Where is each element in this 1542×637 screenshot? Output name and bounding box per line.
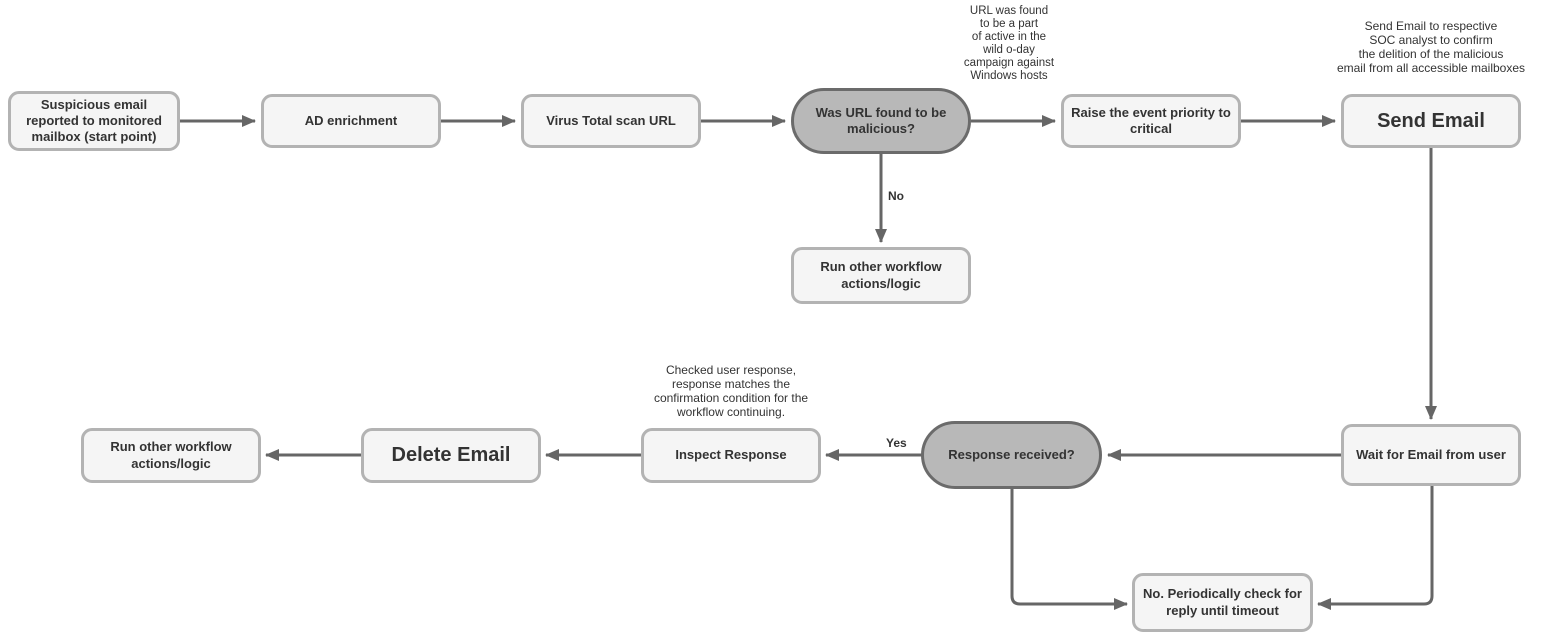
node-run-other-workflow-end[interactable]: Run other workflow actions/logic: [81, 428, 261, 483]
node-virus-total-scan[interactable]: Virus Total scan URL: [521, 94, 701, 148]
annotation-send-email-note: Send Email to respective SOC analyst to …: [1336, 19, 1526, 75]
edge-response-decision-to-periodic-check: [1010, 489, 1128, 610]
edge-label-no: No: [886, 189, 906, 203]
node-send-email[interactable]: Send Email: [1341, 94, 1521, 148]
annotation-url-campaign-note: URL was found to be a part of active in …: [963, 5, 1055, 82]
node-url-malicious-decision[interactable]: Was URL found to be malicious?: [791, 88, 971, 154]
annotation-inspect-response-note: Checked user response, response matches …: [653, 363, 809, 419]
edge-wait-to-periodic-check: [1317, 486, 1434, 610]
node-wait-for-email[interactable]: Wait for Email from user: [1341, 424, 1521, 486]
node-ad-enrichment[interactable]: AD enrichment: [261, 94, 441, 148]
edge-label-yes: Yes: [884, 436, 909, 450]
node-run-other-workflow-no-branch[interactable]: Run other workflow actions/logic: [791, 247, 971, 304]
node-start[interactable]: Suspicious email reported to monitored m…: [8, 91, 180, 151]
node-delete-email[interactable]: Delete Email: [361, 428, 541, 483]
node-inspect-response[interactable]: Inspect Response: [641, 428, 821, 483]
node-periodic-check[interactable]: No. Periodically check for reply until t…: [1132, 573, 1313, 632]
node-response-received-decision[interactable]: Response received?: [921, 421, 1102, 489]
node-raise-priority[interactable]: Raise the event priority to critical: [1061, 94, 1241, 148]
